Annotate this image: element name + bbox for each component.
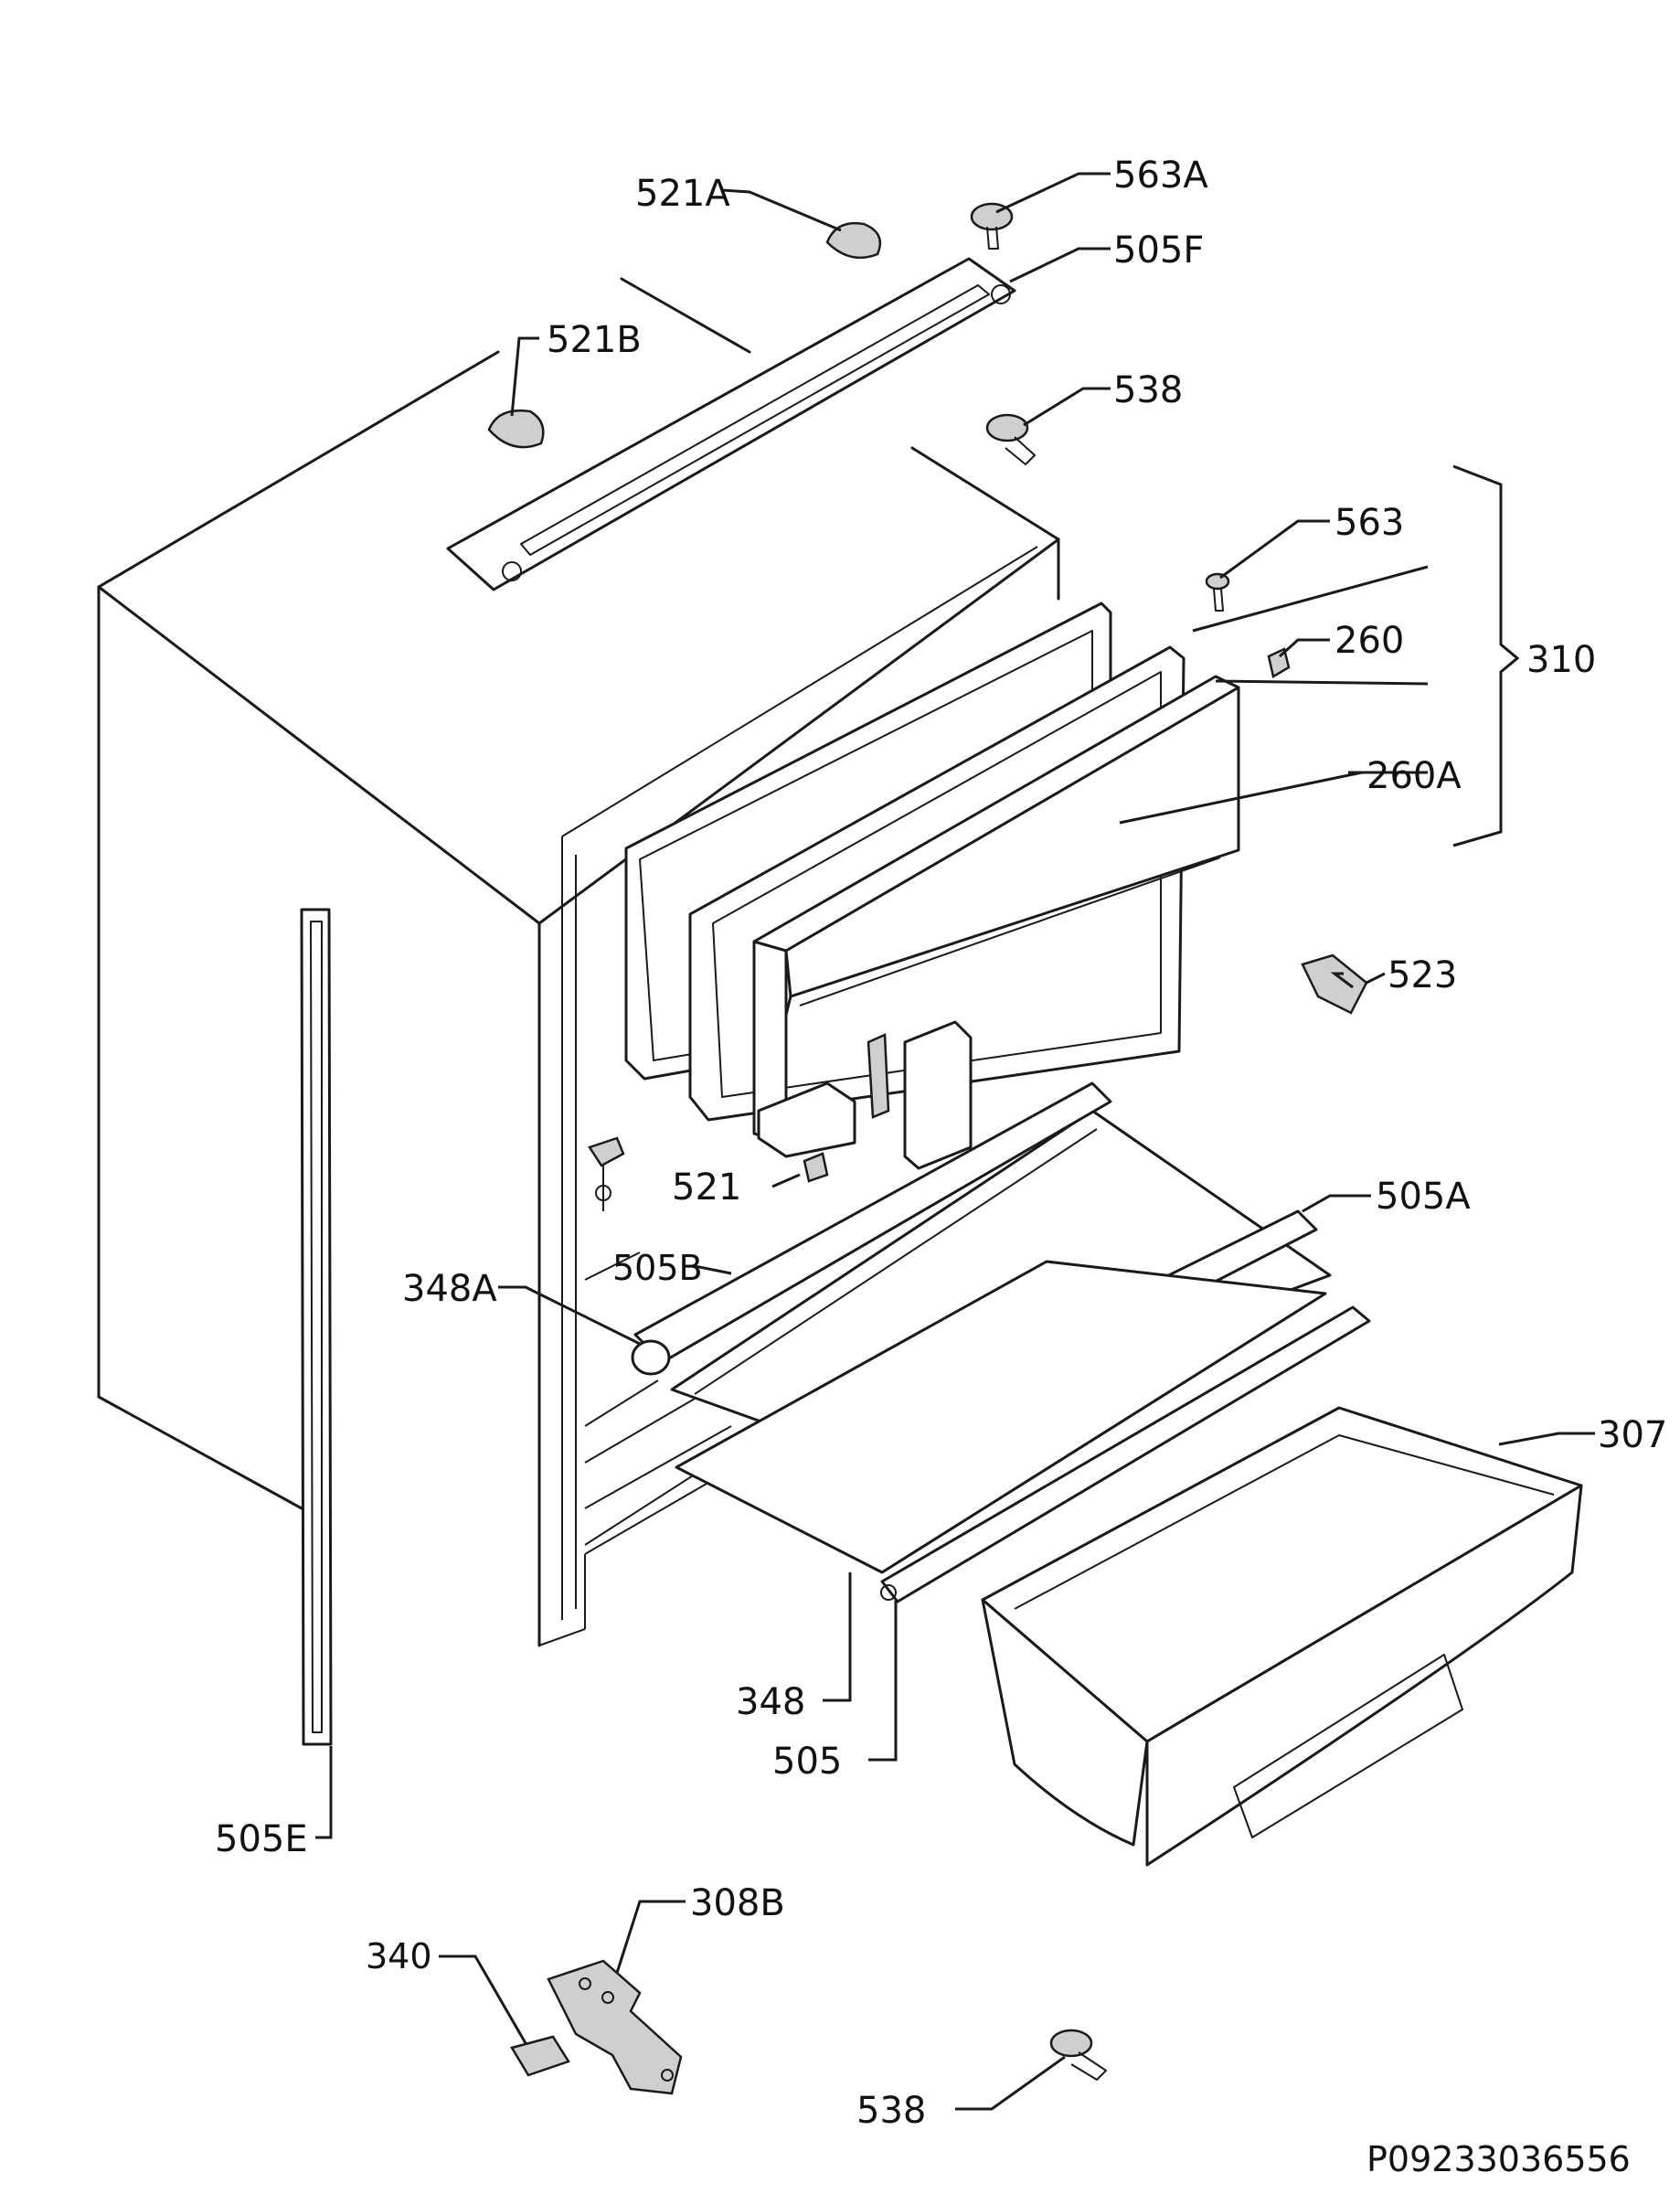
- bracket-310: [1452, 464, 1520, 847]
- label-521A: 521A: [635, 173, 730, 215]
- door-handle: [903, 1020, 973, 1170]
- label-505B: 505B: [612, 1248, 703, 1288]
- crisper-cover-trim-505: [880, 1305, 1371, 1603]
- shelf-trim-505B: [631, 1081, 1112, 1376]
- label-308B: 308B: [690, 1882, 785, 1924]
- label-563A: 563A: [1113, 154, 1208, 197]
- hinge-pin-538-top: [985, 413, 1036, 465]
- drawing-code: P09233036556: [1366, 2139, 1631, 2179]
- label-505: 505: [772, 1741, 842, 1783]
- door-panel-260A: [752, 675, 1240, 1158]
- label-260: 260: [1334, 620, 1404, 662]
- label-260A: 260A: [1366, 755, 1462, 797]
- label-521: 521: [672, 1166, 741, 1209]
- crisper-drawer-307: [981, 1406, 1583, 1867]
- cap-521B: [487, 409, 545, 449]
- label-505A: 505A: [1376, 1176, 1471, 1218]
- label-310: 310: [1526, 639, 1596, 681]
- label-505E: 505E: [215, 1818, 308, 1860]
- plug-523: [1301, 953, 1368, 1015]
- clip-521: [803, 1152, 829, 1183]
- top-hinge-strip-505F: [446, 257, 1016, 591]
- screw-563: [1205, 572, 1230, 612]
- screw-563A: [970, 202, 1014, 250]
- cap-521A: [825, 221, 882, 260]
- label-538-top: 538: [1113, 369, 1183, 411]
- side-strip-505E: [300, 908, 333, 1746]
- label-348: 348: [736, 1681, 805, 1723]
- door-latch: [867, 1033, 890, 1119]
- label-348A: 348A: [402, 1268, 497, 1310]
- hinge-pin-538-bottom: [1049, 2029, 1107, 2081]
- label-523: 523: [1388, 954, 1457, 996]
- hinge-bracket-308B: [547, 1959, 683, 2095]
- label-563: 563: [1334, 502, 1404, 544]
- label-340: 340: [366, 1936, 432, 1976]
- glass-shelf-348: [675, 1260, 1327, 1574]
- part-labels: 521A 563A 505F 521B 538 563 260 310 260A…: [215, 154, 1667, 2179]
- label-521B: 521B: [547, 319, 642, 361]
- clip-260: [1267, 647, 1291, 678]
- label-505F: 505F: [1113, 229, 1204, 272]
- side-latch: [588, 1136, 625, 1211]
- label-538-bottom: 538: [856, 2090, 926, 2132]
- leader-lines: [315, 172, 1595, 2111]
- pad-340: [510, 2035, 570, 2077]
- label-307: 307: [1598, 1414, 1667, 1456]
